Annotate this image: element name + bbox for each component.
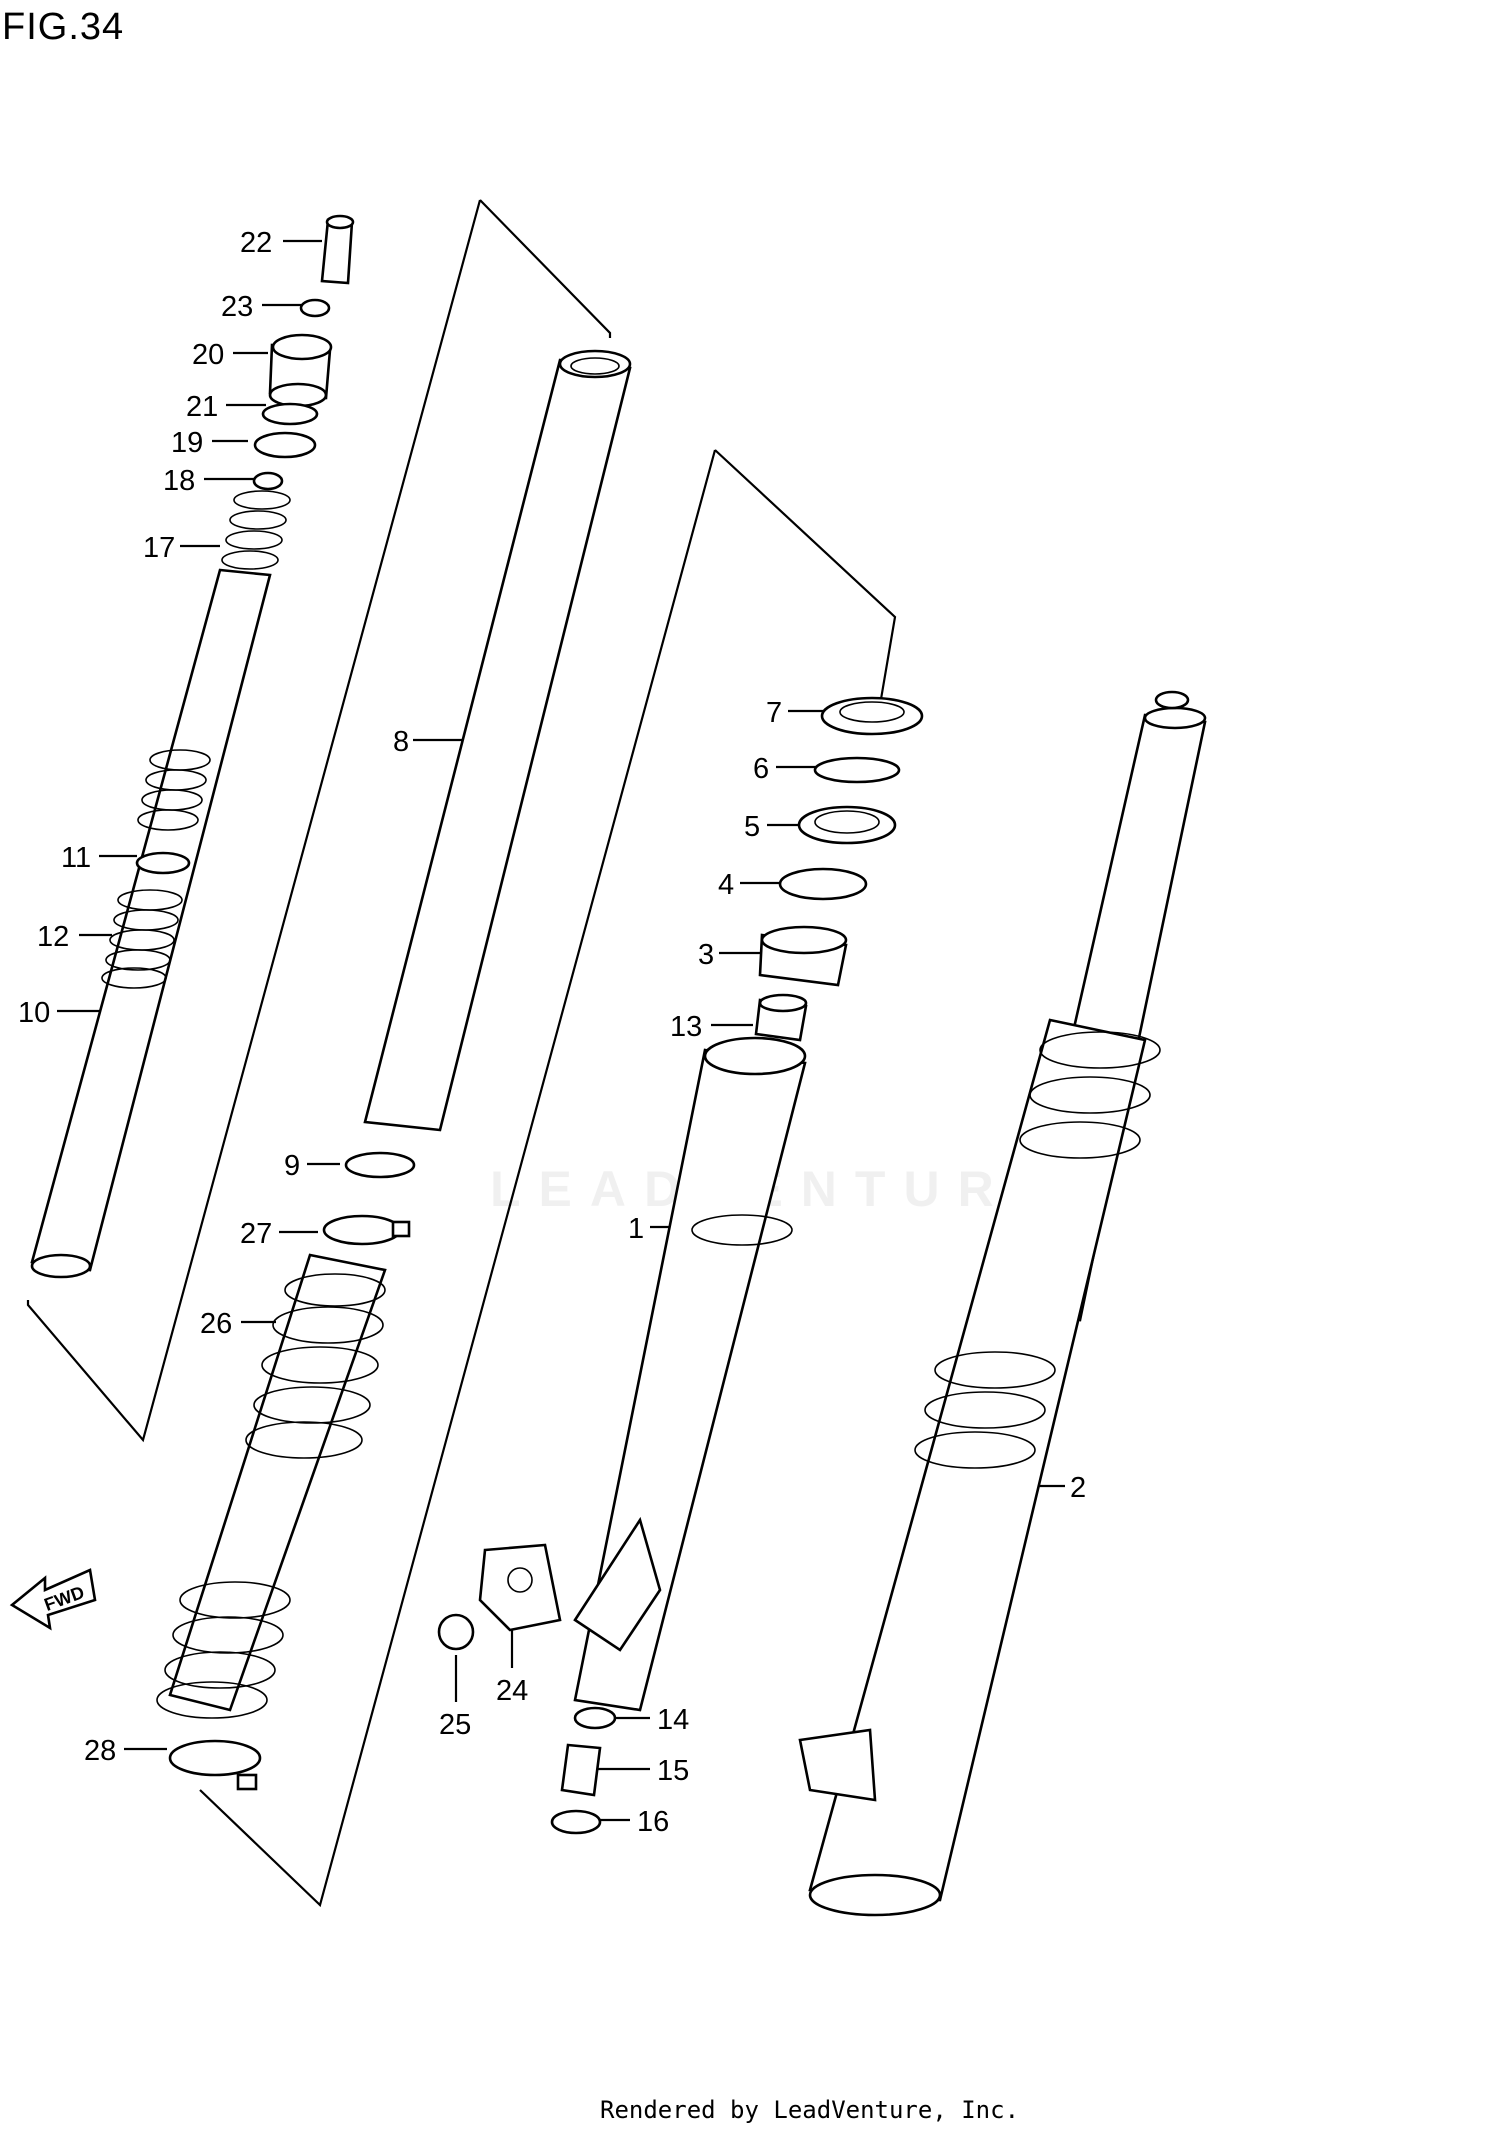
assembly-guide-lines bbox=[26, 199, 897, 1908]
part-25-nut bbox=[437, 1613, 475, 1651]
callout-24: 24 bbox=[496, 1675, 528, 1707]
leader-lines bbox=[57, 239, 1065, 1822]
part-2-front-fork-assembly bbox=[798, 690, 1207, 1917]
callout-27: 27 bbox=[240, 1218, 272, 1250]
callout-19: 19 bbox=[171, 427, 203, 459]
callout-28: 28 bbox=[84, 1735, 116, 1767]
callout-9: 9 bbox=[284, 1150, 300, 1182]
callout-10: 10 bbox=[18, 997, 50, 1029]
callout-8: 8 bbox=[393, 726, 409, 758]
part-12-rebound-spring bbox=[101, 889, 183, 989]
part-1-outer-tube bbox=[573, 1036, 807, 1712]
callout-5: 5 bbox=[744, 811, 760, 843]
part-19-washer bbox=[253, 431, 317, 459]
part-4-washer bbox=[778, 867, 868, 901]
callout-2: 2 bbox=[1070, 1472, 1086, 1504]
part-9-bushing bbox=[344, 1151, 416, 1179]
callout-25: 25 bbox=[439, 1709, 471, 1741]
callout-18: 18 bbox=[163, 465, 195, 497]
callout-15: 15 bbox=[657, 1755, 689, 1787]
part-21-o-ring bbox=[261, 402, 319, 426]
part-20-cap-bolt bbox=[268, 333, 333, 408]
part-10-cylinder-rod bbox=[30, 568, 272, 1279]
callout-13: 13 bbox=[670, 1011, 702, 1043]
part-13-bushing bbox=[754, 993, 808, 1042]
part-26-dust-boot bbox=[156, 1253, 387, 1719]
callout-17: 17 bbox=[143, 532, 175, 564]
part-22-adjuster-bolt bbox=[320, 214, 355, 285]
part-spring-coils bbox=[137, 749, 211, 831]
part-27-clamp bbox=[322, 1214, 411, 1246]
callout-12: 12 bbox=[37, 921, 69, 953]
callout-3: 3 bbox=[698, 939, 714, 971]
callout-11: 11 bbox=[61, 842, 91, 874]
part-3-bushing bbox=[758, 925, 848, 987]
part-5-oil-seal bbox=[797, 805, 897, 845]
callout-22: 22 bbox=[240, 227, 272, 259]
callout-20: 20 bbox=[192, 339, 224, 371]
fwd-arrow-icon: FWD bbox=[9, 1568, 97, 1631]
footer-credit: Rendered by LeadVenture, Inc. bbox=[600, 2096, 1020, 2124]
part-15-damper-bolt bbox=[560, 1743, 602, 1797]
callout-26: 26 bbox=[200, 1308, 232, 1340]
part-8-inner-tube bbox=[363, 349, 632, 1132]
part-24-axle-holder bbox=[478, 1543, 562, 1632]
callout-16: 16 bbox=[637, 1806, 669, 1838]
callout-14: 14 bbox=[657, 1704, 689, 1736]
part-11-ring bbox=[135, 851, 191, 875]
callout-1: 1 bbox=[628, 1213, 644, 1245]
part-7-dust-seal bbox=[820, 696, 924, 736]
part-28-clamp bbox=[168, 1739, 262, 1791]
callout-21: 21 bbox=[186, 391, 218, 423]
figure-title: FIG.34 bbox=[2, 6, 125, 48]
callout-23: 23 bbox=[221, 291, 253, 323]
callout-6: 6 bbox=[753, 753, 769, 785]
callout-labels: 22 23 20 21 19 18 17 8 11 12 10 9 27 26 … bbox=[18, 227, 1086, 1838]
part-18-clip bbox=[252, 471, 284, 491]
part-23-o-ring bbox=[299, 298, 331, 318]
part-6-ring bbox=[813, 756, 901, 784]
part-17-spring bbox=[221, 490, 291, 570]
part-16-gasket bbox=[550, 1809, 602, 1835]
callout-4: 4 bbox=[718, 869, 734, 901]
part-14-washer bbox=[573, 1706, 617, 1730]
callout-7: 7 bbox=[766, 697, 782, 729]
